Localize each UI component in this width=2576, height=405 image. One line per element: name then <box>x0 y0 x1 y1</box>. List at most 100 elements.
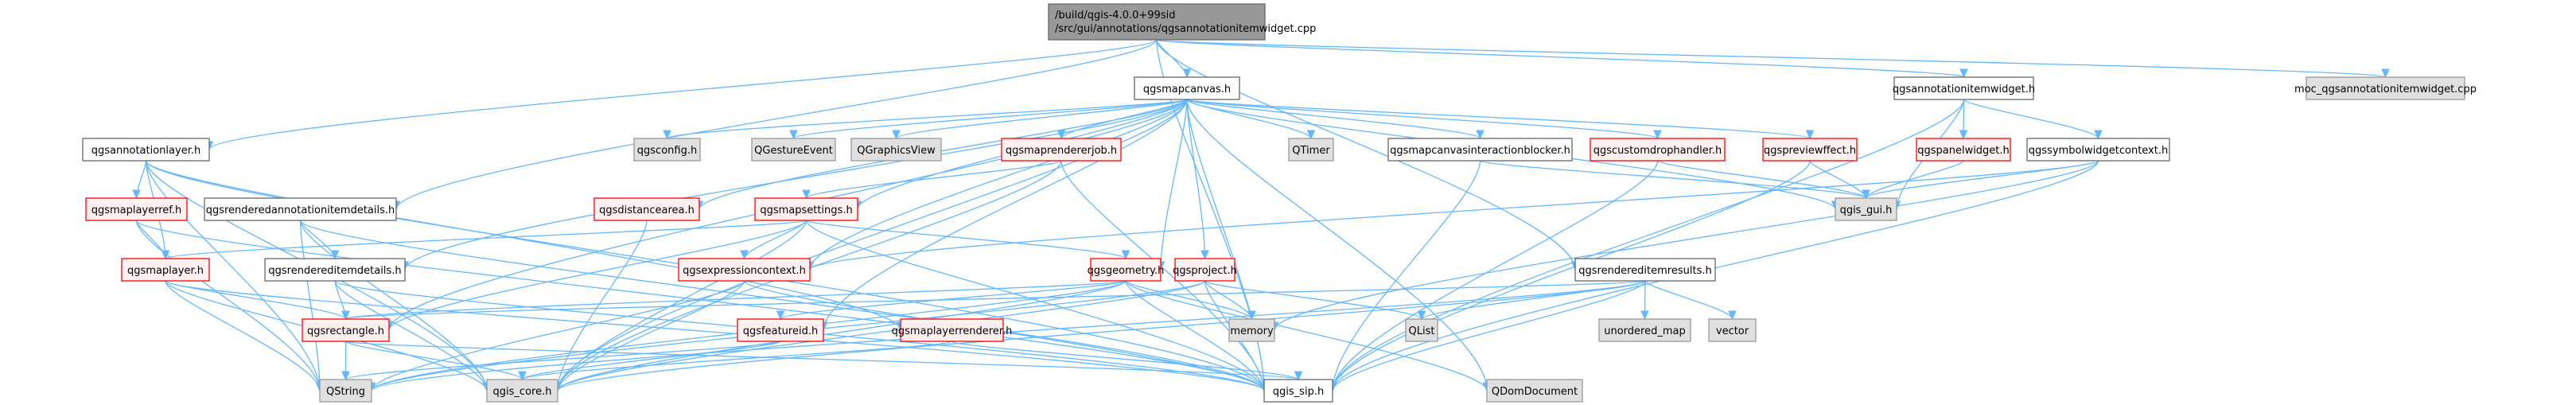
node-QTimer[interactable]: QTimer <box>1288 138 1334 162</box>
node-label: qgsannotationitemwidget.h <box>1893 84 2035 95</box>
node-label: qgspreviewffect.h <box>1764 145 1856 157</box>
node-label: QDomDocument <box>1492 386 1578 398</box>
edge-root-to-qgsrenderedannotationitemdetails <box>395 39 1158 210</box>
node-QList[interactable]: QList <box>1405 318 1438 342</box>
edge-qgsmapsettings-to-qgsrectangle <box>388 220 807 331</box>
node-qgspanelwidget[interactable]: qgspanelwidget.h <box>1916 138 2011 162</box>
arrowhead-qgsannotationitemwidget-to-qgspanelwidget <box>1959 130 1968 140</box>
arrowhead-qgsmaplayerrenderer-to-qgis_sip <box>1294 371 1303 381</box>
node-box <box>678 258 811 282</box>
node-QGestureEvent[interactable]: QGestureEvent <box>751 138 836 162</box>
node-label: qgscustomdrophandler.h <box>1593 145 1722 157</box>
edge-qgsmapcanvas-to-qgsdistancearea <box>698 99 1188 210</box>
node-memory[interactable]: memory <box>1228 318 1275 342</box>
edge-qgsmapcanvas-to-qgsconfig <box>666 99 1188 139</box>
node-qgsmaplayerrenderer[interactable]: qgsmaplayerrenderer.h <box>892 318 1013 342</box>
node-qgsannotationitemwidget[interactable]: qgsannotationitemwidget.h <box>1893 76 2035 100</box>
node-root[interactable]: /build/qgis-4.0.0+99sid/src/gui/annotati… <box>1048 3 1316 41</box>
edge-qgsrectangle-to-qgis_core <box>344 341 523 380</box>
node-label: qgsdistancearea.h <box>599 204 695 216</box>
node-vector[interactable]: vector <box>1708 318 1757 342</box>
edge-qgsgeometry-to-qgis_core <box>557 280 1127 391</box>
edge-qgsgeometry-to-qgsrectangle <box>344 280 1127 320</box>
node-qgsmapsettings[interactable]: qgsmapsettings.h <box>754 197 858 221</box>
edge-qgsmapcanvas-to-qgspreviewffect <box>1186 99 1811 139</box>
edge-qgspanelwidget-to-qgis_gui <box>1865 160 1964 199</box>
node-label: qgsannotationlayer.h <box>91 145 200 157</box>
arrowhead-qgsmaplayerrenderer-to-qgis_core <box>518 371 527 381</box>
node-box <box>593 197 700 221</box>
arrowhead-qgssymbolwidgetcontext-to-qgis_gui <box>1862 189 1870 200</box>
node-qgsexpressioncontext[interactable]: qgsexpressioncontext.h <box>678 258 811 282</box>
node-qgsrendereditemdetails[interactable]: qgsrendereditemdetails.h <box>264 258 406 282</box>
node-qgsrectangle[interactable]: qgsrectangle.h <box>302 318 390 342</box>
node-label: /build/qgis-4.0.0+99sid <box>1055 10 1175 21</box>
node-label: qgssymbolwidgetcontext.h <box>2029 145 2168 157</box>
edge-qgsmaplayer-to-QString <box>165 280 321 391</box>
node-label: qgsmapsettings.h <box>760 204 852 216</box>
arrowhead-qgsmapsettings-to-qgsgeometry <box>1121 250 1130 260</box>
node-qgsconfig[interactable]: qgsconfig.h <box>633 138 701 162</box>
edge-qgssymbolwidgetcontext-to-qgis_gui <box>1865 160 2099 199</box>
node-box <box>850 138 942 162</box>
edge-root-to-qgsmapcanvas <box>1156 39 1188 78</box>
node-qgsgeometry[interactable]: qgsgeometry.h <box>1088 258 1165 282</box>
edge-qgsexpressioncontext-to-qgis_core <box>557 280 745 391</box>
node-qgsmapcanvasinteractionblocker[interactable]: qgsmapcanvasinteractionblocker.h <box>1387 138 1573 162</box>
node-box <box>302 318 390 342</box>
node-label: qgsconfig.h <box>637 145 697 157</box>
node-QString[interactable]: QString <box>319 379 372 403</box>
arrowhead-root-to-qgsmapcanvas <box>1182 68 1192 79</box>
node-box <box>1486 379 1583 403</box>
node-qgsdistancearea[interactable]: qgsdistancearea.h <box>593 197 700 221</box>
node-qgsrenderedannotationitemdetails[interactable]: qgsrenderedannotationitemdetails.h <box>204 197 397 221</box>
node-qgsannotationlayer[interactable]: qgsannotationlayer.h <box>82 138 210 162</box>
edge-qgsmapsettings-to-qgis_core <box>557 220 807 391</box>
edge-qgspreviewffect-to-qgis_sip <box>1332 160 1811 391</box>
node-QGraphicsView[interactable]: QGraphicsView <box>850 138 942 162</box>
node-label: qgsmaplayerrenderer.h <box>892 325 1013 337</box>
node-moc[interactable]: moc_qgsannotationitemwidget.cpp <box>2294 76 2477 100</box>
nodes-layer: /build/qgis-4.0.0+99sid/src/gui/annotati… <box>82 3 2477 403</box>
node-label: qgsmaplayerref.h <box>91 204 182 216</box>
node-qgscustomdrophandler[interactable]: qgscustomdrophandler.h <box>1590 138 1726 162</box>
node-unordered_map[interactable]: unordered_map <box>1598 318 1691 342</box>
node-box <box>85 197 188 221</box>
node-qgis_sip[interactable]: qgis_sip.h <box>1263 379 1333 403</box>
edge-qgsmaplayerref-to-qgsmaplayer <box>135 220 166 259</box>
node-qgssymbolwidgetcontext[interactable]: qgssymbolwidgetcontext.h <box>2026 138 2170 162</box>
node-box <box>754 197 858 221</box>
node-qgspreviewffect[interactable]: qgspreviewffect.h <box>1762 138 1858 162</box>
node-box <box>1263 379 1333 403</box>
node-box <box>1001 138 1122 162</box>
node-box <box>900 318 1004 342</box>
edge-qgsrendereditemresults-to-vector <box>1644 280 1734 320</box>
edge-qgsmapcanvasinteractionblocker-to-qgis_sip <box>1332 160 1481 391</box>
edge-qgsmaplayer-to-qgis_sip <box>165 280 1265 391</box>
node-qgsmapcanvas[interactable]: qgsmapcanvas.h <box>1134 76 1240 100</box>
node-label: qgsrendereditemresults.h <box>1578 265 1711 277</box>
edge-qgsmaplayerrenderer-to-qgis_sip <box>951 341 1299 380</box>
edge-qgsgeometry-to-QDomDocument <box>1125 280 1488 391</box>
node-qgsfeatureid[interactable]: qgsfeatureid.h <box>737 318 824 342</box>
node-qgsmaprendererjob[interactable]: qgsmaprendererjob.h <box>1001 138 1122 162</box>
node-box <box>1048 3 1266 41</box>
edge-qgsmapcanvas-to-qgsmapcanvasinteractionblocker <box>1186 99 1481 139</box>
node-label: QList <box>1409 325 1435 337</box>
node-qgsmaplayer[interactable]: qgsmaplayer.h <box>121 258 210 282</box>
node-qgsproject[interactable]: qgsproject.h <box>1173 258 1237 282</box>
node-label: moc_qgsannotationitemwidget.cpp <box>2294 84 2477 95</box>
edge-qgsmapcanvas-to-qgsrendereditemdetails <box>404 99 1188 271</box>
node-qgsmaplayerref[interactable]: qgsmaplayerref.h <box>85 197 188 221</box>
node-label: qgsgeometry.h <box>1088 265 1165 277</box>
arrowhead-qgsmapcanvas-to-qgsproject <box>1200 250 1209 260</box>
node-box <box>1893 76 2034 100</box>
node-qgsrendereditemresults[interactable]: qgsrendereditemresults.h <box>1574 258 1716 282</box>
arrowhead-qgsmapcanvas-to-QTimer <box>1306 130 1316 140</box>
edge-qgsrendereditemresults-to-qgsrectangle <box>344 280 1646 320</box>
node-QDomDocument[interactable]: QDomDocument <box>1486 379 1583 403</box>
node-label: qgsrenderedannotationitemdetails.h <box>206 204 395 216</box>
node-label: QString <box>326 386 365 398</box>
node-qgis_gui[interactable]: qgis_gui.h <box>1835 197 1897 221</box>
node-qgis_core[interactable]: qgis_core.h <box>486 379 558 403</box>
